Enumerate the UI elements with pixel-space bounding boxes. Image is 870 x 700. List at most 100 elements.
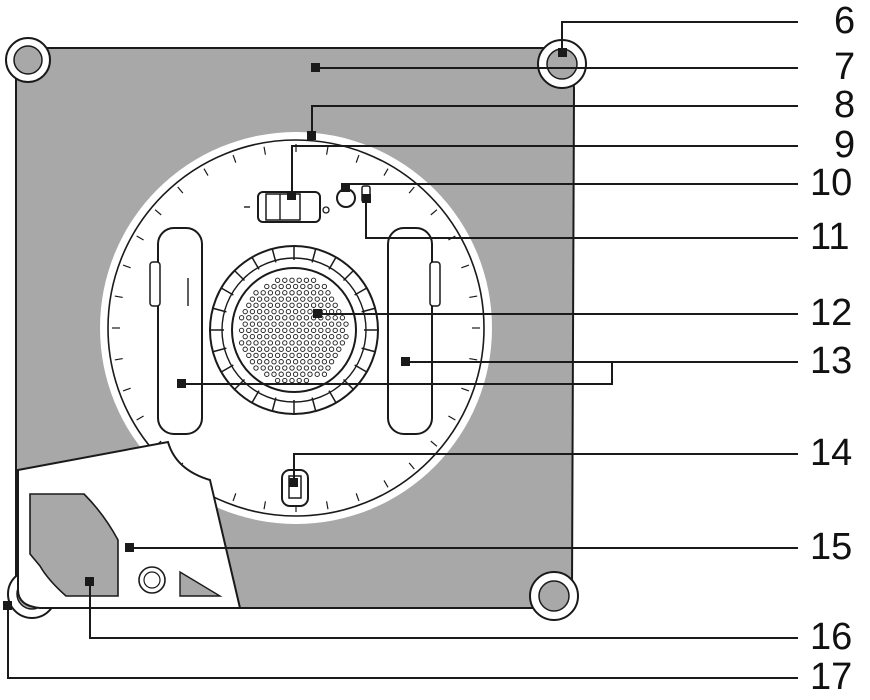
tick-mark [430,209,438,216]
grille-hole [274,290,281,296]
tick-mark [122,264,131,269]
grille-hole [318,290,324,296]
grille-hole [260,365,266,371]
grille-hole [336,346,342,352]
grille-hole [274,377,281,384]
grille-hole [325,290,331,296]
grille-hole [332,302,338,308]
callout-9: 9 [834,124,856,166]
leader-11 [365,198,798,239]
grille-hole [285,333,292,340]
grille-hole [264,346,270,352]
grille-hole [318,365,324,371]
grille-hole [303,277,310,283]
grille-hole [256,333,263,340]
callout-17: 17 [810,656,853,698]
grille-hole [246,327,252,334]
grille-hole [296,302,302,308]
tick-mark [114,295,123,299]
pointer-markers [3,48,567,610]
grille-hole [339,315,346,321]
grille-hole [271,359,277,365]
grille-hole [318,352,324,359]
grille-hole [321,371,328,377]
grille-hole [264,371,270,377]
callout-8: 8 [834,84,856,126]
grille-hole [285,346,292,352]
grille-hole [292,346,299,352]
grille-hole [289,327,295,334]
corner-wheel-bottom-right [529,571,579,621]
grille-hole [343,321,349,327]
grille-hole [264,321,270,327]
grille-hole [253,365,259,371]
callout-10: 10 [810,162,853,204]
grille-hole [285,283,292,290]
grille-hole [271,333,277,340]
grille-hole [282,302,288,308]
leader-16 [89,582,798,639]
grille-hole [253,352,259,359]
indicator-dot [322,206,330,214]
grille-hole [271,308,277,315]
callout-15: 15 [810,526,853,568]
grille-hole [249,359,256,365]
tick-mark [263,146,267,155]
leader-6 [561,21,798,52]
grille-hole [289,277,295,283]
right-track [387,227,441,435]
grille-hole [325,315,331,321]
grille-hole [278,346,284,352]
grille-hole [300,308,306,315]
leader-17 [7,606,798,679]
grille-hole [246,315,252,321]
grille-hole [256,296,263,302]
grille-hole [242,346,248,352]
tick-mark [383,480,389,488]
tick-mark [355,493,360,502]
grille-hole [289,315,295,321]
grille-hole [307,346,313,352]
grille-hole [246,352,252,359]
grille-hole [321,283,328,290]
grille-hole [282,340,288,346]
grille-hole [314,346,320,352]
grille-hole [289,352,295,359]
grille-hole [300,371,306,377]
grille-hole [249,321,256,327]
grille-hole [336,321,342,327]
suction-ring [209,245,379,415]
grille-hole [318,340,324,346]
grille-hole [249,333,256,340]
grille-hole [296,352,302,359]
grille-hole [307,308,313,315]
grille-hole [303,327,310,334]
grille-hole [300,333,306,340]
grille-hole [328,346,335,352]
grille-hole [307,333,313,340]
grille-hole [325,352,331,359]
callout-11: 11 [810,216,850,258]
grille-hole [303,302,310,308]
grille-hole [238,315,245,321]
grille-hole [314,371,320,377]
grille-hole [267,365,274,371]
grille-hole [296,365,302,371]
grille-hole [292,296,299,302]
grille-hole [343,333,349,340]
grille-hole [267,352,274,359]
grille-hole [242,308,248,315]
grille-hole [289,377,295,384]
grille-hole [246,340,252,346]
callout-14: 14 [810,432,853,474]
grille-hole [271,346,277,352]
tick-mark [232,154,237,163]
grille-hole [300,296,306,302]
grille-hole [292,359,299,365]
grille-hole [260,352,266,359]
callout-13: 13 [810,340,853,382]
grille-hole [310,365,317,371]
grille-hole [274,302,281,308]
grille-hole [278,371,284,377]
grille-hole [321,346,328,352]
